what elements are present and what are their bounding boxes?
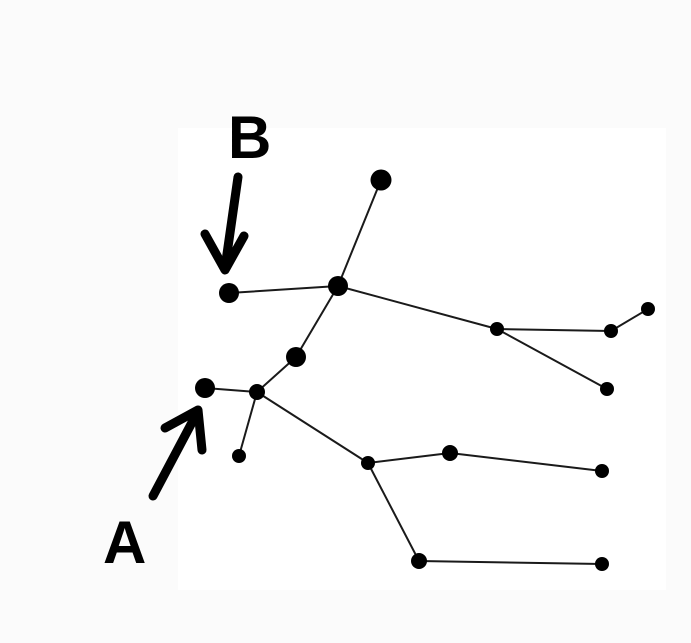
node bbox=[600, 382, 614, 396]
node bbox=[232, 449, 246, 463]
node-a bbox=[195, 378, 215, 398]
edge bbox=[337, 285, 498, 330]
edge bbox=[367, 462, 420, 562]
node bbox=[604, 324, 618, 338]
node bbox=[361, 456, 375, 470]
node bbox=[595, 557, 609, 571]
nodes bbox=[195, 169, 655, 571]
edges bbox=[204, 179, 649, 565]
edge bbox=[337, 179, 382, 287]
node bbox=[286, 347, 306, 367]
label-a: A bbox=[103, 509, 146, 576]
edge bbox=[238, 391, 258, 457]
node bbox=[249, 384, 265, 400]
label-b: B bbox=[228, 104, 271, 171]
diagram-panel bbox=[178, 128, 666, 590]
edge bbox=[256, 391, 369, 464]
node bbox=[595, 464, 609, 478]
edge bbox=[295, 285, 339, 358]
node bbox=[370, 169, 392, 191]
node bbox=[641, 302, 655, 316]
edge bbox=[228, 285, 339, 294]
node bbox=[442, 445, 458, 461]
edge bbox=[496, 328, 612, 332]
edge bbox=[367, 452, 451, 464]
node-b bbox=[219, 283, 239, 303]
edge bbox=[496, 328, 608, 390]
arrow-b-icon bbox=[200, 172, 249, 275]
node bbox=[490, 322, 504, 336]
edge bbox=[449, 452, 603, 472]
node bbox=[328, 276, 348, 296]
arrow-a-icon bbox=[148, 405, 207, 501]
node bbox=[411, 553, 427, 569]
edge bbox=[418, 560, 603, 565]
edge bbox=[610, 308, 649, 332]
